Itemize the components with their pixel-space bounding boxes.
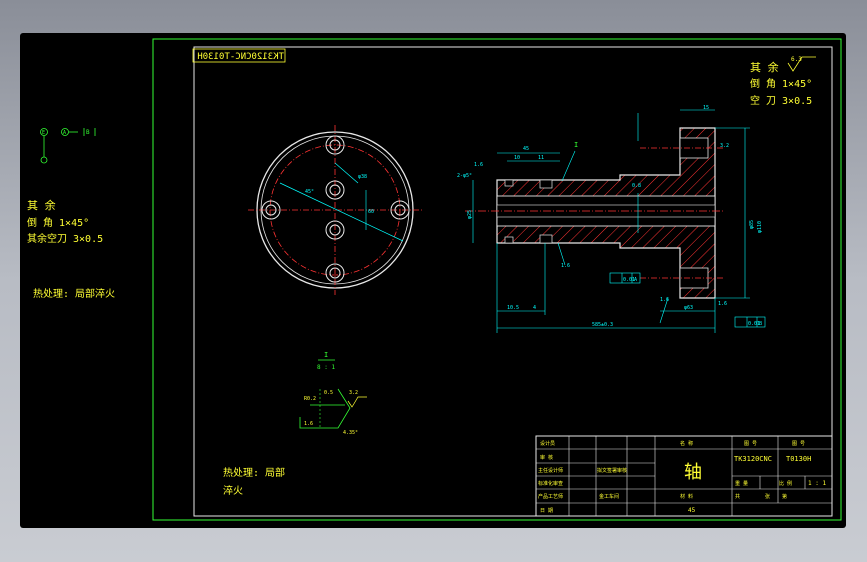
svg-text:图 号: 图 号 <box>792 441 805 447</box>
svg-text:φ85: φ85 <box>749 220 755 229</box>
product-code: TK3120CNC <box>734 455 772 463</box>
svg-text:1.6: 1.6 <box>474 162 483 168</box>
svg-text:φ110: φ110 <box>757 221 763 233</box>
svg-text:张: 张 <box>765 493 770 500</box>
svg-text:3.2: 3.2 <box>720 143 729 149</box>
svg-text:R0.2: R0.2 <box>304 396 316 402</box>
svg-text:共: 共 <box>735 493 740 500</box>
svg-text:10: 10 <box>514 155 520 161</box>
cad-drawing: TK3120CNC-T0130H E A B 其 余 倒 角 1×45° 其余空… <box>27 38 842 521</box>
svg-text:比 例: 比 例 <box>779 480 792 487</box>
svg-text:审 核: 审 核 <box>540 454 553 461</box>
svg-text:8 : 1: 8 : 1 <box>317 364 335 371</box>
svg-text:1.6: 1.6 <box>660 297 669 303</box>
detail-view: I 8 : 1 R0.2 3.2 0.5 1.6 4.35° <box>299 351 367 436</box>
svg-text:0.5: 0.5 <box>324 390 333 396</box>
section-label: I <box>574 141 578 149</box>
svg-text:B: B <box>759 321 762 327</box>
svg-text:0.01: 0.01 <box>748 321 760 327</box>
svg-text:拟文签署审核: 拟文签署审核 <box>597 467 627 474</box>
svg-text:1.6: 1.6 <box>561 263 570 269</box>
section-dimensions: 1.6 2-φ5° 45 10 11 φ25 1.6 10.5 4 0.8 15… <box>457 105 763 328</box>
svg-text:15: 15 <box>703 105 709 111</box>
svg-text:日 期: 日 期 <box>540 508 553 514</box>
drawing-code-box <box>192 48 286 63</box>
datum-symbols: E A B <box>40 128 96 164</box>
svg-text:第: 第 <box>782 493 787 500</box>
svg-text:I: I <box>324 351 328 359</box>
svg-text:60: 60 <box>368 209 374 215</box>
svg-text:1.6: 1.6 <box>304 421 313 427</box>
svg-text:1.6: 1.6 <box>718 301 727 307</box>
cad-viewport[interactable]: TK3120CNC-T0130H E A B 其 余 倒 角 1×45° 其余空… <box>20 33 846 528</box>
svg-text:585±0.3: 585±0.3 <box>592 322 613 328</box>
svg-text:45: 45 <box>523 146 529 152</box>
left-note-rest: 其 余 <box>27 198 56 212</box>
svg-text:45: 45 <box>688 507 696 514</box>
svg-text:图 号: 图 号 <box>744 441 757 447</box>
tolerance-frames <box>609 272 766 328</box>
svg-text:1 : 1: 1 : 1 <box>808 480 826 487</box>
svg-text:11: 11 <box>538 155 544 161</box>
svg-text:0.01: 0.01 <box>623 277 635 283</box>
svg-text:A: A <box>634 277 637 283</box>
svg-text:A: A <box>63 130 66 136</box>
svg-text:重 量: 重 量 <box>735 480 748 487</box>
svg-text:φ38: φ38 <box>358 174 367 180</box>
svg-text:10.5: 10.5 <box>507 305 519 311</box>
part-name: 轴 <box>684 462 702 483</box>
left-note-chamfer: 倒 角 1×45° <box>27 217 89 229</box>
left-note-undercut: 其余空刀 3×0.5 <box>27 232 103 245</box>
svg-text:4.35°: 4.35° <box>343 430 358 436</box>
svg-text:标准化审查: 标准化审查 <box>538 480 563 487</box>
part-number: T0130H <box>786 455 811 463</box>
bottom-note-quench: 淬火 <box>223 484 243 497</box>
svg-text:2-φ5°: 2-φ5° <box>457 173 472 179</box>
right-note-rest: 其 余 <box>750 60 779 74</box>
svg-text:φ25: φ25 <box>467 210 473 219</box>
svg-text:0.8: 0.8 <box>632 183 641 189</box>
roughness-symbol: 6.3 <box>787 56 816 72</box>
right-note-chamfer: 倒 角 1×45° <box>750 78 812 90</box>
section-view: 1.6 2-φ5° 45 10 11 φ25 1.6 10.5 4 0.8 15… <box>457 105 766 333</box>
outer-frame <box>152 38 842 521</box>
svg-text:设计员: 设计员 <box>540 440 555 447</box>
svg-text:6.3: 6.3 <box>791 56 802 63</box>
bottom-note-heat: 热处理: 局部 <box>223 466 285 479</box>
front-view: φ38 60 45° <box>248 125 422 295</box>
svg-text:45°: 45° <box>305 189 314 195</box>
svg-text:材 料: 材 料 <box>680 493 693 500</box>
svg-text:主任设计师: 主任设计师 <box>538 467 563 474</box>
right-note-undercut: 空 刀 3×0.5 <box>750 94 812 107</box>
svg-text:4: 4 <box>533 305 536 311</box>
svg-text:金工车间: 金工车间 <box>599 493 619 500</box>
svg-text:φ63: φ63 <box>684 305 693 311</box>
title-block: 设计员 审 核 主任设计师 标准化审查 产品工艺师 日 期 拟文签署审核 金工车… <box>535 435 833 517</box>
left-note-heat: 热处理: 局部淬火 <box>33 287 115 300</box>
svg-text:B: B <box>86 129 90 136</box>
drawing-code: TK3120CNC-T0130H <box>197 52 284 62</box>
svg-text:名 称: 名 称 <box>680 440 693 447</box>
inner-frame <box>193 46 833 517</box>
svg-text:E: E <box>42 130 45 136</box>
svg-text:产品工艺师: 产品工艺师 <box>538 493 563 500</box>
svg-text:3.2: 3.2 <box>349 390 358 396</box>
